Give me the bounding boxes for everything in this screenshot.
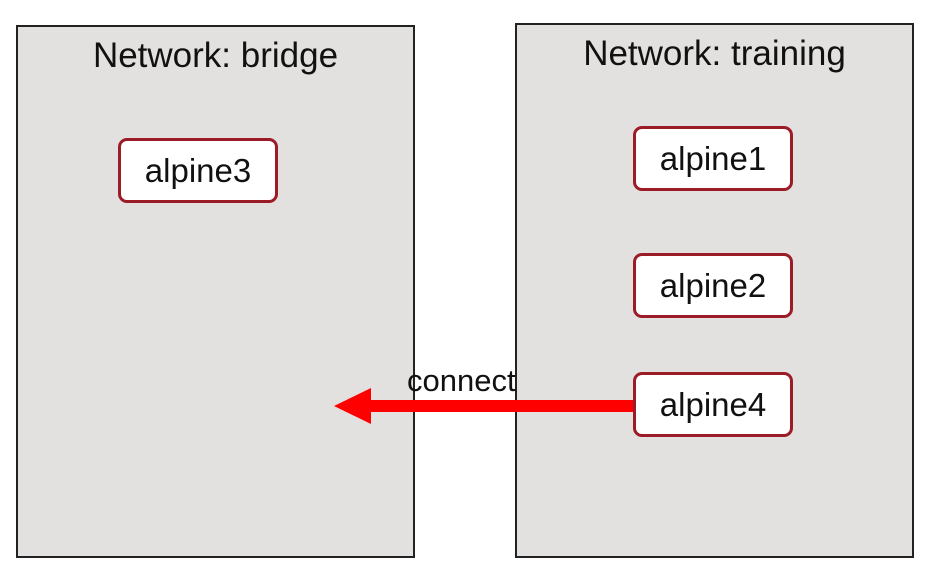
network-bridge-title: Network: bridge xyxy=(92,36,339,75)
container-alpine1: alpine1 xyxy=(633,126,793,191)
network-training-title: Network: training xyxy=(583,34,846,73)
network-bridge: Network: bridge xyxy=(16,25,415,558)
connect-label: connect xyxy=(407,363,516,398)
container-alpine2: alpine2 xyxy=(633,253,793,318)
container-alpine4: alpine4 xyxy=(633,372,793,437)
container-alpine3: alpine3 xyxy=(118,138,278,203)
